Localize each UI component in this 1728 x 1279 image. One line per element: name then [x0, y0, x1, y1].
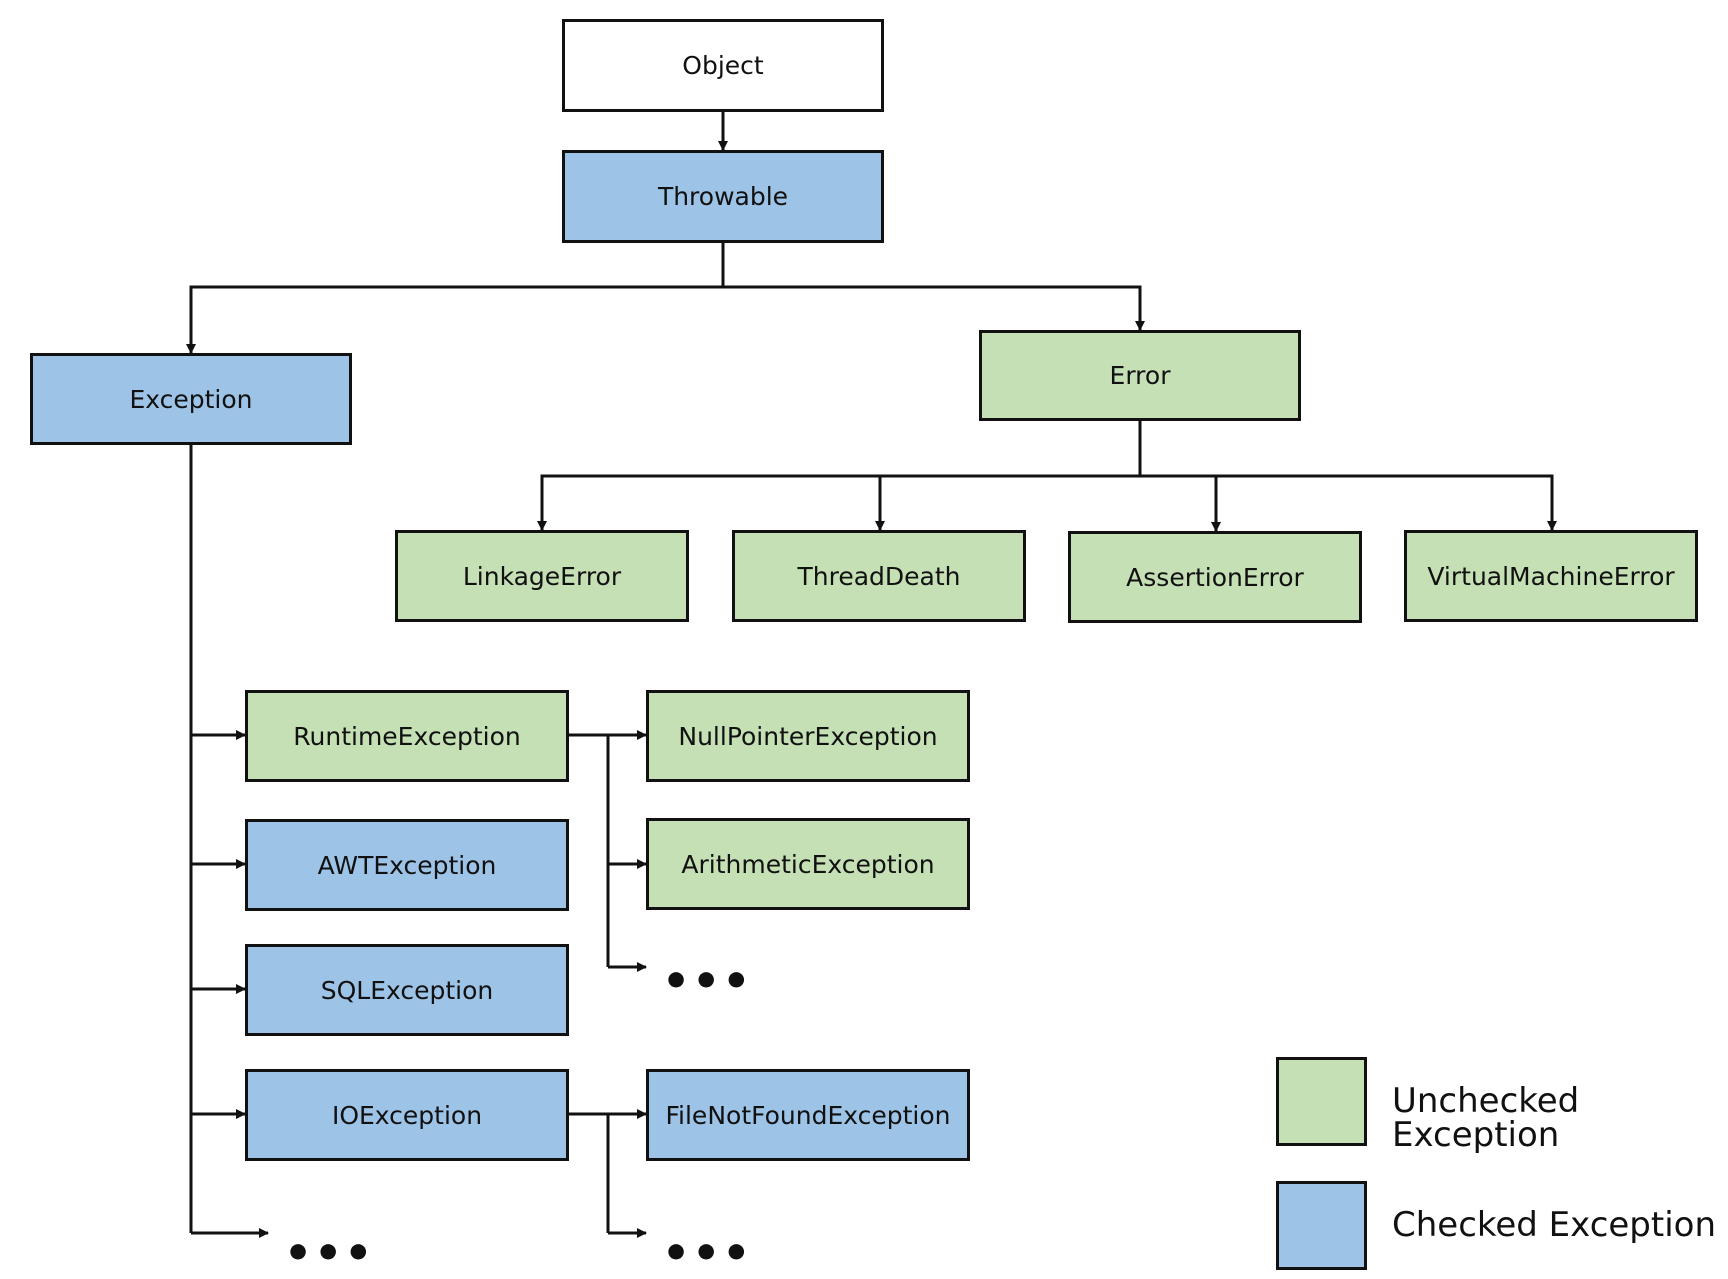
- node-filenotfoundexception: FileNotFoundException: [646, 1069, 970, 1161]
- edge-error-virtualmachineerror: [1140, 474, 1557, 531]
- node-awtexception: AWTException: [245, 819, 569, 911]
- node-assertionerror: AssertionError: [1068, 531, 1362, 623]
- legend-checked-swatch: [1276, 1181, 1367, 1270]
- edge-error-linkageerror: [537, 421, 1142, 531]
- node-throwable: Throwable: [562, 150, 884, 243]
- node-sqlexception: SQLException: [245, 944, 569, 1036]
- legend-unchecked-swatch: [1276, 1057, 1367, 1146]
- node-nullpointerexception: NullPointerException: [646, 690, 970, 782]
- legend-unchecked-label: Unchecked Exception: [1392, 1081, 1580, 1155]
- node-ioexception: IOException: [245, 1069, 569, 1161]
- ellipsis-io-more: •••: [662, 1228, 753, 1279]
- edge-throwable-error: [723, 285, 1145, 331]
- legend-checked-label: Checked Exception: [1392, 1205, 1717, 1245]
- ellipsis-exception-more: •••: [284, 1228, 375, 1279]
- node-threaddeath: ThreadDeath: [732, 530, 1026, 622]
- node-runtimeexception: RuntimeException: [245, 690, 569, 782]
- node-virtualmachineerror: VirtualMachineError: [1404, 530, 1698, 622]
- edge-throwable-exception: [186, 243, 725, 354]
- node-object: Object: [562, 19, 884, 112]
- node-error: Error: [979, 330, 1301, 421]
- node-linkageerror: LinkageError: [395, 530, 689, 622]
- node-exception: Exception: [30, 353, 352, 445]
- node-arithmeticexception: ArithmeticException: [646, 818, 970, 910]
- ellipsis-runtime-more: •••: [662, 956, 753, 1007]
